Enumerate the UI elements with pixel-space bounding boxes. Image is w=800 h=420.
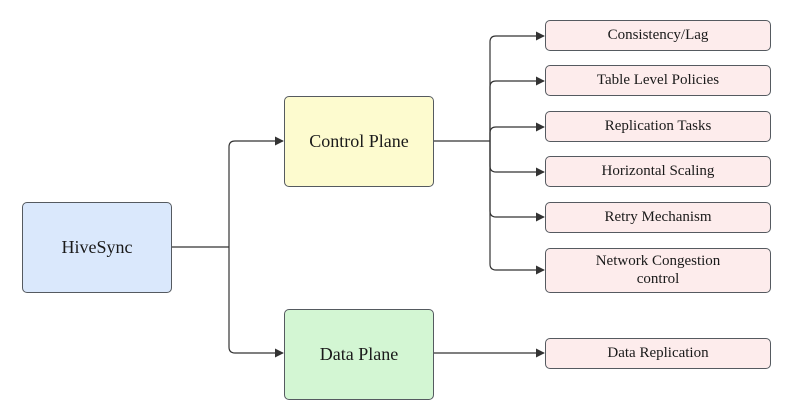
retry-mechanism-label: Retry Mechanism (604, 208, 712, 225)
hivesync-node: HiveSync (22, 202, 172, 293)
connector-control-to-consistency (489, 31, 545, 141)
table-level-policies-label: Table Level Policies (596, 71, 720, 88)
control-plane-label: Control Plane (309, 131, 409, 152)
retry-mechanism-node: Retry Mechanism (545, 202, 771, 233)
connector-control-to-retry (489, 141, 545, 222)
replication-tasks-node: Replication Tasks (545, 111, 771, 142)
network-congestion-control-node: Network Congestion control (545, 248, 771, 293)
consistency-lag-label: Consistency/Lag (607, 26, 709, 43)
connector-root-to-control (228, 136, 284, 247)
consistency-lag-node: Consistency/Lag (545, 20, 771, 51)
connector-control-to-network-congestion (489, 141, 545, 275)
data-replication-label: Data Replication (607, 344, 709, 361)
table-level-policies-node: Table Level Policies (545, 65, 771, 96)
control-plane-node: Control Plane (284, 96, 434, 187)
horizontal-scaling-node: Horizontal Scaling (545, 156, 771, 187)
connector-control-to-table-policies (489, 76, 545, 141)
replication-tasks-label: Replication Tasks (604, 117, 712, 134)
connector-control-to-horizontal-scaling (489, 141, 545, 177)
connector-control-to-replication-tasks (489, 122, 545, 141)
horizontal-scaling-label: Horizontal Scaling (601, 162, 715, 179)
data-plane-label: Data Plane (319, 344, 399, 365)
connector-root-to-data (228, 247, 284, 358)
network-congestion-control-label: Network Congestion control (595, 253, 721, 287)
data-plane-node: Data Plane (284, 309, 434, 400)
data-replication-node: Data Replication (545, 338, 771, 369)
hivesync-label: HiveSync (61, 237, 133, 258)
